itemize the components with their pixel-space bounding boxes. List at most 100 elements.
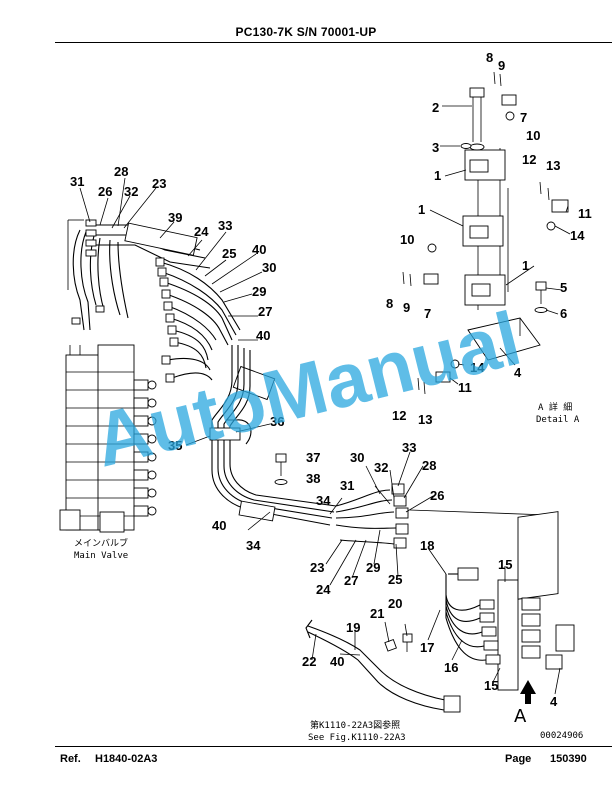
part-label: 30 [350,450,364,465]
part-label: 6 [560,306,567,321]
part-label: 28 [422,458,436,473]
detail-label-en: Detail A [536,415,580,425]
part-label: 33 [218,218,232,233]
part-label: 26 [98,184,112,199]
view-arrow [520,680,536,704]
part-label: 17 [420,640,434,655]
part-label: 29 [252,284,266,299]
part-label: 30 [262,260,276,275]
detail-a [402,71,569,395]
main-valve-label-en: Main Valve [74,551,128,561]
lower-hoses [335,489,397,545]
part-label: 37 [306,450,320,465]
part-label: 25 [222,246,236,261]
part-label: 32 [124,184,138,199]
part-label: 12 [522,152,536,167]
part-label: 22 [302,654,316,669]
part-label: 8 [486,50,493,65]
bolt-37 [274,453,288,485]
part-label: 14 [570,228,585,243]
harness-16 [445,567,501,665]
part-label: 12 [392,408,406,423]
part-label: 3 [432,140,439,155]
part-label: 23 [310,560,324,575]
part-label: 20 [388,596,402,611]
drawing-number: 00024906 [540,731,583,741]
part-label: 33 [402,440,416,455]
part-label: 4 [550,694,558,709]
part-label: 23 [152,176,166,191]
footer-page-value: 150390 [550,753,587,765]
bundle-fittings [155,257,179,383]
part-label: 38 [306,471,320,486]
part-label: 40 [212,518,226,533]
part-label: 1 [418,202,425,217]
see-fig-label-jp: 第K1110-22A3図参照 [310,719,400,731]
part-label: 31 [340,478,354,493]
part-label: 9 [498,58,505,73]
part-label: 40 [330,654,344,669]
hose-bundle [159,261,241,381]
solenoid-block [497,511,575,691]
clamp-39 [124,222,198,256]
detail-label-jp: A 詳 細 [538,401,572,413]
part-label: 39 [168,210,182,225]
part-label: 15 [484,678,498,693]
part-label: 5 [560,280,567,295]
footer-ref-value: H1840-02A3 [95,753,158,765]
part-label: 11 [578,206,592,221]
main-valve-label-jp: メインバルブ [74,537,128,549]
part-label: 31 [70,174,84,189]
header-rule [55,42,612,43]
footer-rule [55,746,612,747]
part-label: 24 [194,224,209,239]
part-label: 16 [444,660,458,675]
part-label: 11 [458,380,472,395]
valve-hose-fittings [71,219,105,325]
see-fig-label-en: See Fig.K1110-22A3 [308,733,406,743]
part-label: 34 [246,538,261,553]
harness-connector [443,695,461,713]
part-label: 36 [270,414,284,429]
part-label: 40 [256,328,270,343]
footer-ref-label: Ref. [60,753,81,765]
part-label: 18 [420,538,434,553]
part-label: 14 [470,360,485,375]
clamp-36 [209,427,241,441]
part-label: 34 [316,493,331,508]
page-header-title: PC130-7K S/N 70001-UP [235,25,377,39]
part-label: 21 [370,606,384,621]
nut-21 [384,638,397,652]
part-label: 9 [403,300,410,315]
view-letter: A [514,706,527,727]
part-label: 1 [522,258,529,273]
bolt-20 [402,633,413,652]
part-label: 13 [418,412,432,427]
part-label: 7 [520,110,527,125]
part-label: 13 [546,158,560,173]
part-label: 27 [344,573,358,588]
part-label: 27 [258,304,272,319]
part-label: 10 [526,128,540,143]
part-label: 4 [514,365,522,380]
lower-fittings [391,483,409,549]
part-label: 24 [316,582,331,597]
part-label: 35 [168,438,182,453]
part-label: 8 [386,296,393,311]
part-label: 19 [346,620,360,635]
part-label: 2 [432,100,439,115]
part-label: 28 [114,164,128,179]
clamp-34 [238,500,276,522]
part-label: 32 [374,460,388,475]
part-label: 1 [434,168,441,183]
part-label: 10 [400,232,414,247]
tube-run [211,345,337,526]
part-label: 15 [498,557,512,572]
main-valve [59,344,157,533]
part-label: 7 [424,306,431,321]
leader-lines [79,105,571,695]
part-label: 29 [366,560,380,575]
footer-page-label: Page [505,753,532,765]
part-label: 40 [252,242,266,257]
